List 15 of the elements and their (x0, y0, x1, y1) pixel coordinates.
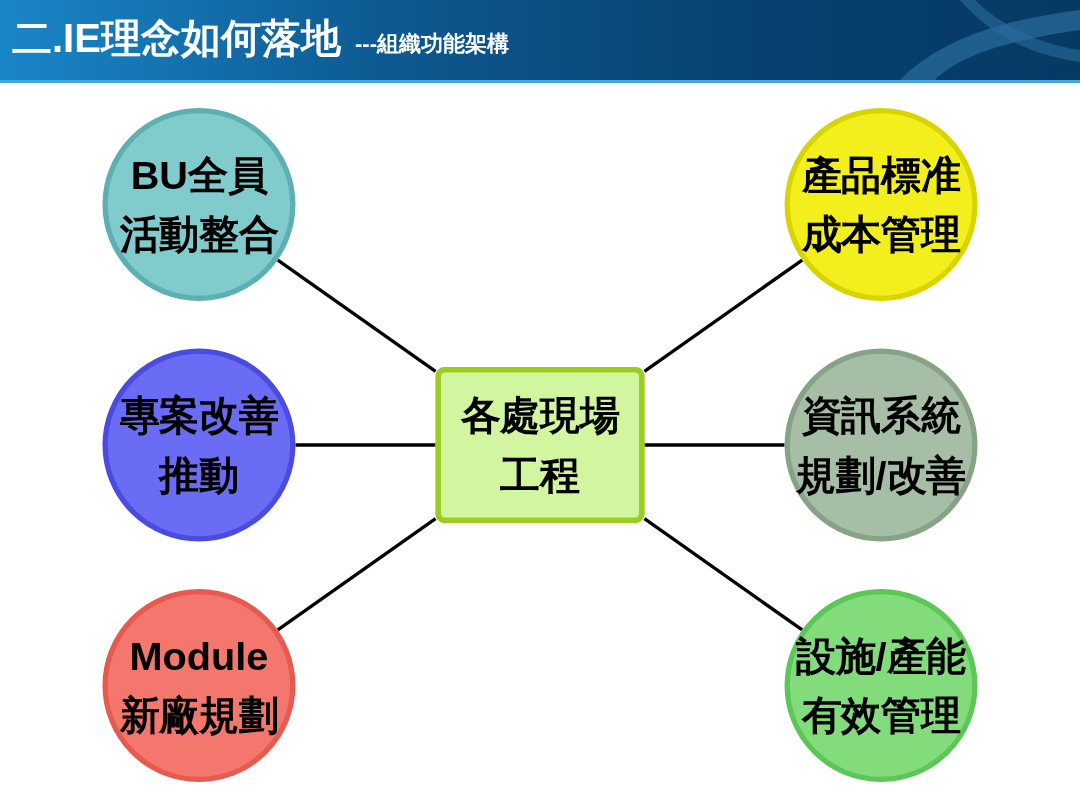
connector-line (643, 258, 804, 373)
circle-node: 專案改善推動 (102, 348, 296, 542)
connector-line (276, 517, 437, 632)
circle-node: Module新廠規劃 (102, 589, 296, 783)
subtitle: ---組織功能架構 (355, 30, 509, 58)
connector-line (295, 443, 436, 447)
circle-node: BU全員活動整合 (102, 107, 296, 301)
circle-node: 資訊系統規劃/改善 (784, 348, 978, 542)
title: 二.IE理念如何落地 (12, 15, 341, 62)
connector-line (643, 517, 804, 632)
connector-line (276, 258, 437, 373)
rounded-box: 各處現場工程 (435, 367, 645, 523)
circle-node: 設施/產能有效管理 (784, 589, 978, 783)
connector-line (644, 443, 785, 447)
circle-node: 產品標准成本管理 (784, 107, 978, 301)
